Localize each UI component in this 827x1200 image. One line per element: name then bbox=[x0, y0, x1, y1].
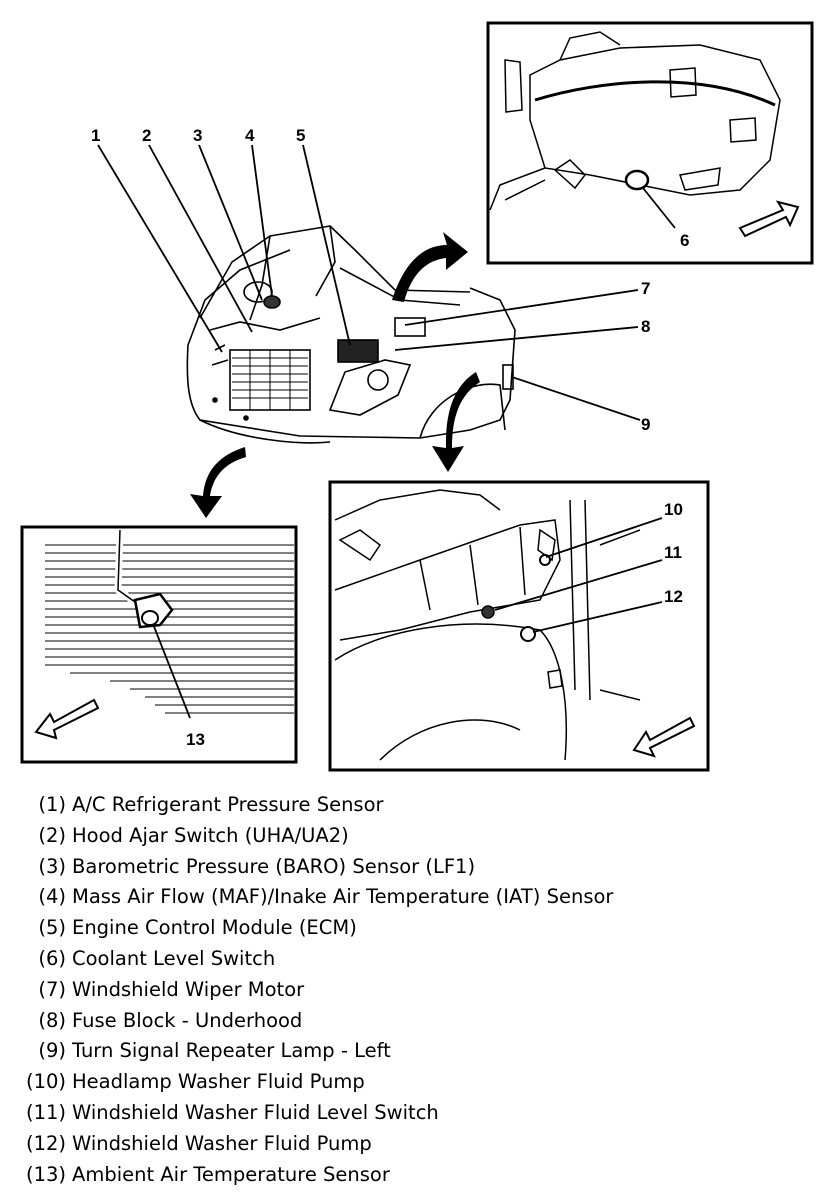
inset-ambient-sensor bbox=[20, 525, 298, 764]
component-legend: (1) A/C Refrigerant Pressure Sensor (2)Ho… bbox=[16, 790, 613, 1190]
legend-text: Windshield Washer Fluid Level Switch bbox=[72, 1100, 439, 1124]
direction-arrow-icon bbox=[34, 698, 100, 740]
legend-text: A/C Refrigerant Pressure Sensor bbox=[72, 793, 384, 816]
legend-number: (4) bbox=[38, 885, 66, 909]
direction-arrow-icon bbox=[632, 716, 696, 758]
callout-11: 11 bbox=[664, 543, 682, 562]
arrow-to-inset-washer bbox=[432, 372, 480, 472]
legend-item: (7)Windshield Wiper Motor bbox=[16, 975, 613, 1006]
legend-number: (9) bbox=[38, 1039, 66, 1063]
callout-3: 3 bbox=[193, 126, 202, 145]
leader-lines bbox=[97, 144, 641, 421]
legend-item: (1) A/C Refrigerant Pressure Sensor bbox=[16, 790, 613, 821]
legend-item: (2)Hood Ajar Switch (UHA/UA2) bbox=[16, 821, 613, 852]
callout-1: 1 bbox=[91, 126, 100, 145]
arrow-to-inset-coolant bbox=[392, 232, 468, 302]
legend-item: (4)Mass Air Flow (MAF)/Inake Air Tempera… bbox=[16, 882, 613, 913]
legend-item: (10)Headlamp Washer Fluid Pump bbox=[16, 1067, 613, 1098]
legend-text: Turn Signal Repeater Lamp - Left bbox=[72, 1039, 391, 1063]
legend-item: (11)Windshield Washer Fluid Level Switch bbox=[16, 1098, 613, 1129]
legend-number: (3) bbox=[38, 854, 66, 878]
legend-item: (8)Fuse Block - Underhood bbox=[16, 1006, 613, 1037]
legend-text: Engine Control Module (ECM) bbox=[72, 916, 357, 940]
legend-item: (3)Barometric Pressure (BARO) Sensor (LF… bbox=[16, 852, 613, 883]
legend-number: (2) bbox=[38, 823, 66, 847]
callout-labels: 1 2 3 4 5 6 7 8 9 10 11 12 13 bbox=[91, 126, 689, 749]
legend-text: Windshield Washer Fluid Pump bbox=[72, 1131, 372, 1155]
inset-coolant-reservoir bbox=[486, 21, 814, 265]
callout-8: 8 bbox=[641, 317, 650, 336]
legend-text: Coolant Level Switch bbox=[72, 946, 276, 970]
callout-6: 6 bbox=[680, 231, 689, 250]
callout-5: 5 bbox=[296, 126, 305, 145]
legend-number: (8) bbox=[38, 1008, 66, 1032]
callout-9: 9 bbox=[641, 415, 650, 434]
legend-item: (13)Ambient Air Temperature Sensor bbox=[16, 1160, 613, 1191]
legend-text: Headlamp Washer Fluid Pump bbox=[72, 1070, 365, 1094]
legend-text: Barometric Pressure (BARO) Sensor (LF1) bbox=[72, 854, 476, 878]
direction-arrow-icon bbox=[738, 200, 800, 238]
legend-number: (1) bbox=[38, 793, 66, 816]
component-locator-diagram: 1 2 3 4 5 6 7 8 9 10 11 12 13 bbox=[20, 21, 814, 772]
callout-2: 2 bbox=[142, 126, 151, 145]
callout-13: 13 bbox=[186, 730, 205, 749]
arrow-to-inset-ambient bbox=[190, 447, 246, 518]
legend-text: Ambient Air Temperature Sensor bbox=[72, 1162, 390, 1186]
callout-4: 4 bbox=[245, 126, 255, 145]
vehicle-front-illustration bbox=[186, 225, 516, 444]
pointer-arrows bbox=[190, 232, 480, 518]
legend-number: (7) bbox=[38, 977, 66, 1001]
callout-7: 7 bbox=[641, 279, 650, 298]
legend-text: Mass Air Flow (MAF)/Inake Air Temperatur… bbox=[72, 885, 614, 909]
legend-number: (12) bbox=[25, 1131, 66, 1155]
legend-item: (5)Engine Control Module (ECM) bbox=[16, 913, 613, 944]
inset-washer-reservoir bbox=[328, 480, 710, 772]
legend-item: (12)Windshield Washer Fluid Pump bbox=[16, 1129, 613, 1160]
legend-number: (6) bbox=[38, 946, 66, 970]
callout-10: 10 bbox=[664, 500, 683, 519]
legend-number: (11) bbox=[25, 1100, 66, 1124]
legend-number: (5) bbox=[38, 916, 66, 940]
legend-text: Windshield Wiper Motor bbox=[72, 977, 305, 1001]
legend-number: (10) bbox=[25, 1070, 66, 1094]
legend-text: Hood Ajar Switch (UHA/UA2) bbox=[72, 823, 349, 847]
legend-item: (9)Turn Signal Repeater Lamp - Left bbox=[16, 1036, 613, 1067]
legend-number: (13) bbox=[25, 1162, 66, 1186]
legend-text: Fuse Block - Underhood bbox=[72, 1008, 303, 1032]
legend-item: (6)Coolant Level Switch bbox=[16, 944, 613, 975]
callout-12: 12 bbox=[664, 587, 683, 606]
